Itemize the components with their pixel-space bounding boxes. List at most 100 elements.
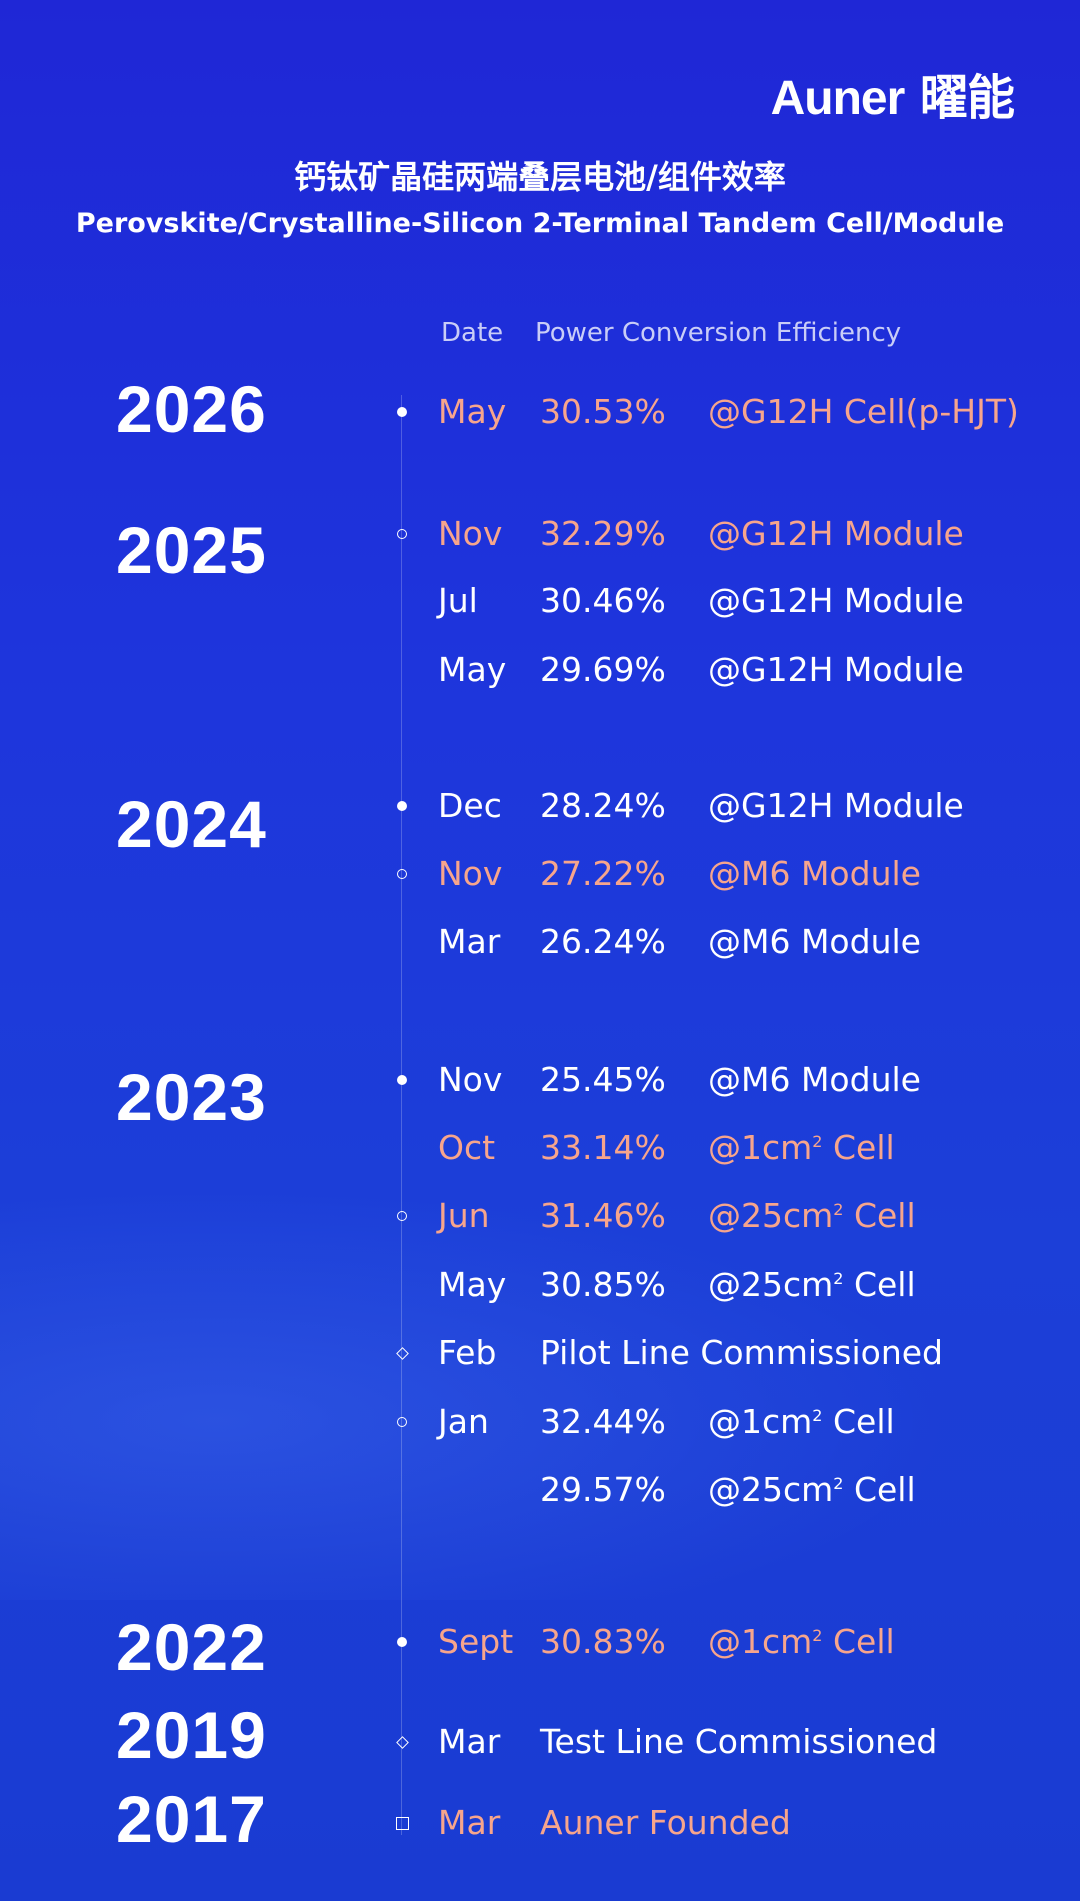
entry-month: Sept — [438, 1622, 514, 1661]
timeline-row: Mar Test Line Commissioned — [0, 1720, 1080, 1764]
entry-month: Mar — [438, 1722, 501, 1761]
entry-efficiency: 29.69% — [540, 650, 666, 689]
timeline-diamond-icon — [392, 1331, 412, 1375]
entry-event: Test Line Commissioned — [540, 1722, 938, 1761]
entry-device: @M6 Module — [708, 852, 921, 896]
year-label: 2024 — [116, 787, 267, 861]
entry-device: @M6 Module — [708, 1058, 921, 1102]
entry-device: @G12H Module — [708, 784, 964, 828]
timeline-dot-icon — [392, 390, 412, 434]
year-label: 2026 — [116, 372, 267, 446]
entry-month: Feb — [438, 1333, 497, 1372]
entry-month: Nov — [438, 514, 503, 553]
timeline-diamond-icon — [392, 1720, 412, 1764]
entry-efficiency: 26.24% — [540, 922, 666, 961]
entry-month: Jun — [438, 1196, 490, 1235]
entry-device-name: @G12H Cell(p-HJT) — [708, 392, 1019, 431]
timeline-row: Jun 31.46% @25cm2 Cell — [0, 1194, 1080, 1238]
timeline-ring-icon — [392, 852, 412, 896]
entry-month: Oct — [438, 1128, 496, 1167]
entry-efficiency: 33.14% — [540, 1128, 666, 1167]
brand-name-cn: 曜能 — [919, 70, 1015, 126]
entry-event: Auner Founded — [540, 1803, 791, 1842]
entry-device: @25cm2 Cell — [708, 1468, 916, 1512]
entry-device-name: @G12H Module — [708, 786, 964, 825]
entry-device-name: @25cm — [708, 1196, 834, 1235]
timeline-row: May 29.69% @G12H Module — [0, 648, 1080, 692]
timeline-row: 29.57% @25cm2 Cell — [0, 1468, 1080, 1512]
entry-device: @1cm2 Cell — [708, 1400, 895, 1444]
entry-efficiency: 29.57% — [540, 1470, 666, 1509]
entry-efficiency: 30.85% — [540, 1265, 666, 1304]
entry-month: Mar — [438, 1803, 501, 1842]
timeline-line — [401, 395, 402, 1835]
entry-efficiency: 32.44% — [540, 1402, 666, 1441]
entry-device-name: @M6 Module — [708, 854, 921, 893]
entry-device-suffix: Cell — [843, 1196, 916, 1235]
year-label: 2022 — [116, 1610, 267, 1684]
entry-efficiency: 30.83% — [540, 1622, 666, 1661]
entry-device-name: @M6 Module — [708, 1060, 921, 1099]
entry-month: Nov — [438, 1060, 503, 1099]
entry-efficiency: 32.29% — [540, 514, 666, 553]
year-label: 2017 — [116, 1782, 267, 1856]
year-label: 2023 — [116, 1060, 267, 1134]
timeline-row: Nov 27.22% @M6 Module — [0, 852, 1080, 896]
entry-device-name: @25cm — [708, 1470, 834, 1509]
timeline-row: Mar Auner Founded — [0, 1801, 1080, 1845]
entry-efficiency: 30.46% — [540, 581, 666, 620]
timeline-ring-icon — [392, 1400, 412, 1444]
entry-device-superscript: 2 — [833, 1269, 844, 1288]
entry-device: @G12H Cell(p-HJT) — [708, 390, 1019, 434]
timeline-ring-icon — [392, 512, 412, 556]
entry-device-suffix: Cell — [822, 1402, 895, 1441]
entry-event: Pilot Line Commissioned — [540, 1333, 943, 1372]
entry-month: May — [438, 1265, 507, 1304]
entry-device-suffix: Cell — [822, 1622, 895, 1661]
entry-device-suffix: Cell — [843, 1265, 916, 1304]
timeline-row: Oct 33.14% @1cm2 Cell — [0, 1126, 1080, 1170]
timeline-row: Nov 25.45% @M6 Module — [0, 1058, 1080, 1102]
timeline-row: Feb Pilot Line Commissioned — [0, 1331, 1080, 1375]
column-header-efficiency: Power Conversion Efficiency — [535, 318, 902, 348]
entry-device-name: @M6 Module — [708, 922, 921, 961]
timeline-row: Mar 26.24% @M6 Module — [0, 920, 1080, 964]
brand-logo: Auner 曜能 — [770, 58, 1015, 128]
timeline-dot-icon — [392, 1058, 412, 1102]
brand-name-en: Auner — [770, 72, 906, 125]
timeline-dot-icon — [392, 784, 412, 828]
timeline-dot-icon — [392, 1620, 412, 1664]
entry-device-name: @G12H Module — [708, 650, 964, 689]
entry-efficiency: 30.53% — [540, 392, 666, 431]
entry-efficiency: 27.22% — [540, 854, 666, 893]
entry-device-superscript: 2 — [833, 1474, 844, 1493]
entry-device-superscript: 2 — [812, 1132, 823, 1151]
entry-efficiency: 31.46% — [540, 1196, 666, 1235]
entry-device-name: @1cm — [708, 1622, 813, 1661]
entry-month: May — [438, 392, 507, 431]
entry-device: @1cm2 Cell — [708, 1126, 895, 1170]
entry-month: Dec — [438, 786, 502, 825]
entry-device: @M6 Module — [708, 920, 921, 964]
timeline-row: Sept 30.83% @1cm2 Cell — [0, 1620, 1080, 1664]
entry-device: @1cm2 Cell — [708, 1620, 895, 1664]
entry-device-name: @25cm — [708, 1265, 834, 1304]
timeline-row: May 30.85% @25cm2 Cell — [0, 1263, 1080, 1307]
entry-device: @25cm2 Cell — [708, 1194, 916, 1238]
entry-device: @G12H Module — [708, 579, 964, 623]
column-header-date: Date — [441, 318, 504, 348]
entry-device-superscript: 2 — [812, 1406, 823, 1425]
entry-month: Nov — [438, 854, 503, 893]
entry-device-superscript: 2 — [812, 1626, 823, 1645]
entry-month: Mar — [438, 922, 501, 961]
entry-device-superscript: 2 — [833, 1200, 844, 1219]
year-label: 2025 — [116, 513, 267, 587]
timeline-ring-icon — [392, 1194, 412, 1238]
entry-device-name: @G12H Module — [708, 581, 964, 620]
entry-efficiency: 25.45% — [540, 1060, 666, 1099]
entry-month: May — [438, 650, 507, 689]
